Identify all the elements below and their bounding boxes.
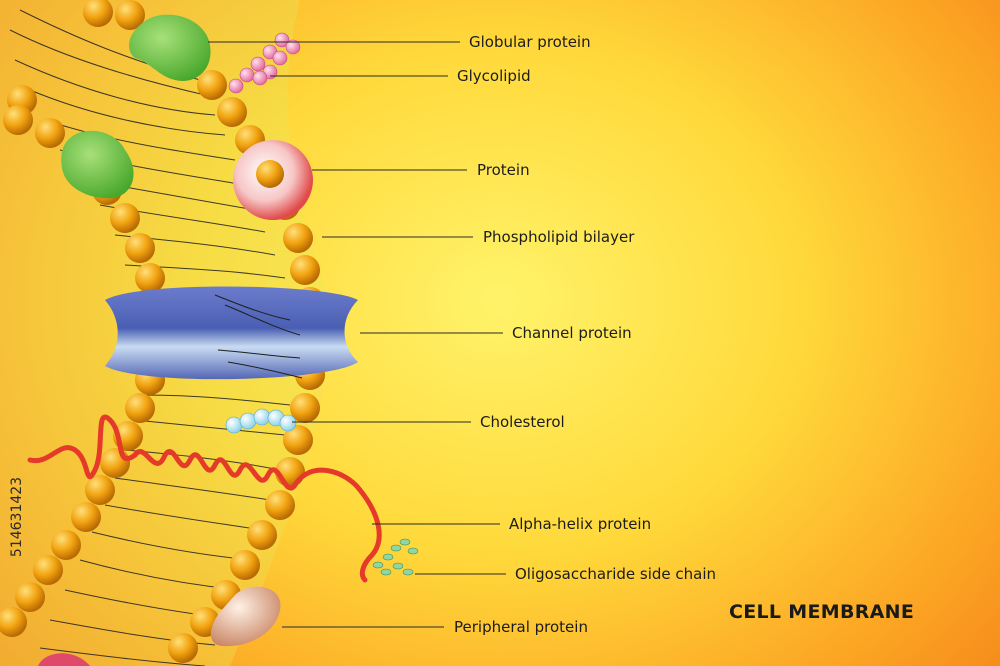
watermark-id-text: 514631423 — [9, 476, 25, 558]
label-cholesterol: Cholesterol — [480, 413, 565, 431]
channel-protein — [105, 286, 358, 380]
label-globular-protein: Globular protein — [469, 33, 591, 51]
label-peripheral-protein: Peripheral protein — [454, 618, 588, 636]
watermark-id: 514631423 — [6, 432, 28, 602]
protein-partial — [38, 653, 90, 666]
channel-tails — [214, 294, 303, 379]
diagram-title: CELL MEMBRANE — [729, 601, 915, 623]
label-alpha-helix-protein: Alpha-helix protein — [509, 515, 652, 533]
label-oligosaccharide-side-chain: Oligosaccharide side chain — [515, 565, 717, 583]
leader-lines — [208, 41, 506, 628]
phospholipid-heads-outer — [0, 0, 165, 637]
label-glycolipid: Glycolipid — [457, 67, 531, 85]
alpha-helix-protein — [27, 414, 382, 583]
label-phospholipid-bilayer: Phospholipid bilayer — [483, 228, 635, 246]
globular-protein — [128, 14, 211, 81]
cholesterol-molecule — [225, 408, 297, 434]
label-protein: Protein — [477, 161, 530, 179]
globular-protein-2 — [61, 130, 134, 199]
oligosaccharide-chain — [372, 538, 419, 576]
peripheral-protein — [210, 586, 281, 647]
label-channel-protein: Channel protein — [512, 324, 632, 342]
